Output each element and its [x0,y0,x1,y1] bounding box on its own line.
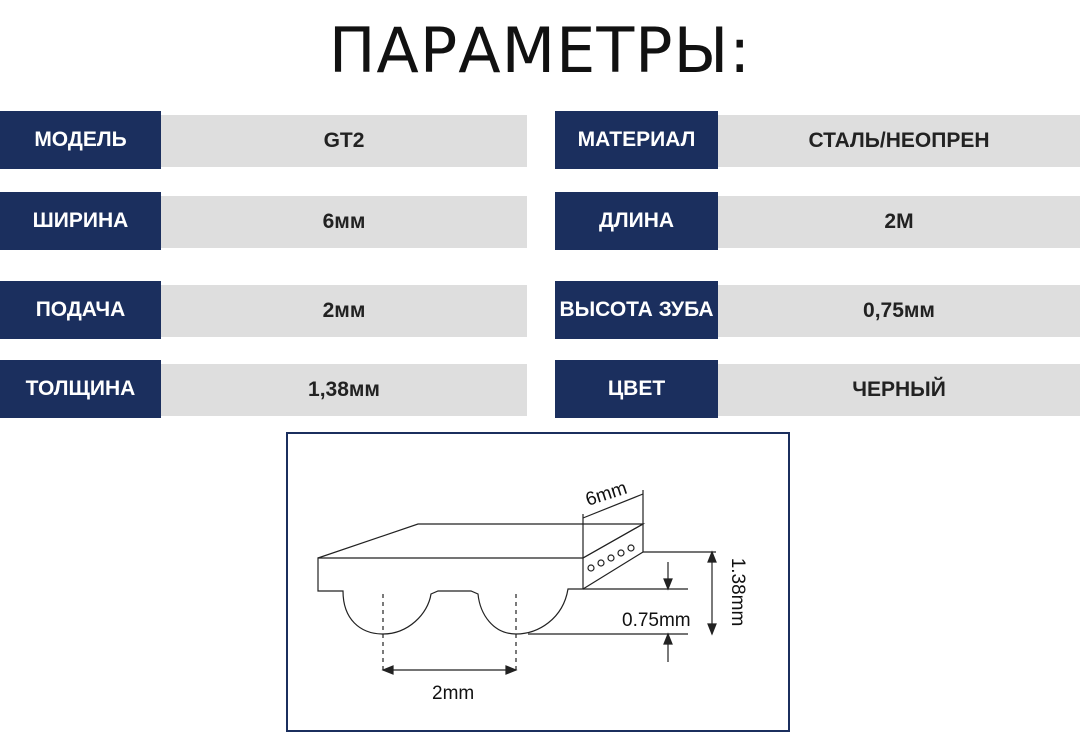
param-row-model: МОДЕЛЬ GT2 [0,111,527,169]
param-row-material: МАТЕРИАЛ СТАЛЬ/НЕОПРЕН [555,111,1080,169]
param-label: ЦВЕТ [555,360,718,418]
cord-dot [617,549,625,557]
param-row-width: ШИРИНА 6мм [0,192,527,250]
cord-dot [597,559,605,567]
param-value: 2М [718,196,1080,248]
page-title: ПАРАМЕТРЫ: [328,14,752,87]
param-row-color: ЦВЕТ ЧЕРНЫЙ [555,360,1080,418]
param-value: 1,38мм [161,364,527,416]
cord-dot [607,554,615,562]
param-label: ПОДАЧА [0,281,161,339]
param-label: ДЛИНА [555,192,718,250]
param-label: МАТЕРИАЛ [555,111,718,169]
cord-dot [627,544,635,552]
param-row-tooth-height: ВЫСОТА ЗУБА 0,75мм [555,281,1080,339]
belt-side-face [582,522,644,590]
param-label: МОДЕЛЬ [0,111,161,169]
param-label: ШИРИНА [0,192,161,250]
cord-dot [587,564,595,572]
param-label: ТОЛЩИНА [0,360,161,418]
thickness-dimension-label: 1.38mm [727,558,748,627]
param-value: СТАЛЬ/НЕОПРЕН [718,115,1080,167]
belt-top-surface [317,523,646,559]
belt-profile-diagram: 6mm 0.75mm 1.38mm 2mm [286,432,790,732]
param-row-pitch: ПОДАЧА 2мм [0,281,527,339]
belt-tooth-profile [317,557,584,635]
pitch-dimension-label: 2mm [432,683,474,704]
param-value: 0,75мм [718,285,1080,337]
belt-drawing: 6mm 0.75mm 1.38mm 2mm [317,478,748,704]
param-row-thickness: ТОЛЩИНА 1,38мм [0,360,527,418]
width-dimension-label: 6mm [583,478,630,511]
param-value: ЧЕРНЫЙ [718,364,1080,416]
param-row-length: ДЛИНА 2М [555,192,1080,250]
param-label: ВЫСОТА ЗУБА [555,281,718,339]
param-value: GT2 [161,115,527,167]
param-value: 6мм [161,196,527,248]
tooth-height-dimension-label: 0.75mm [622,610,691,631]
param-value: 2мм [161,285,527,337]
